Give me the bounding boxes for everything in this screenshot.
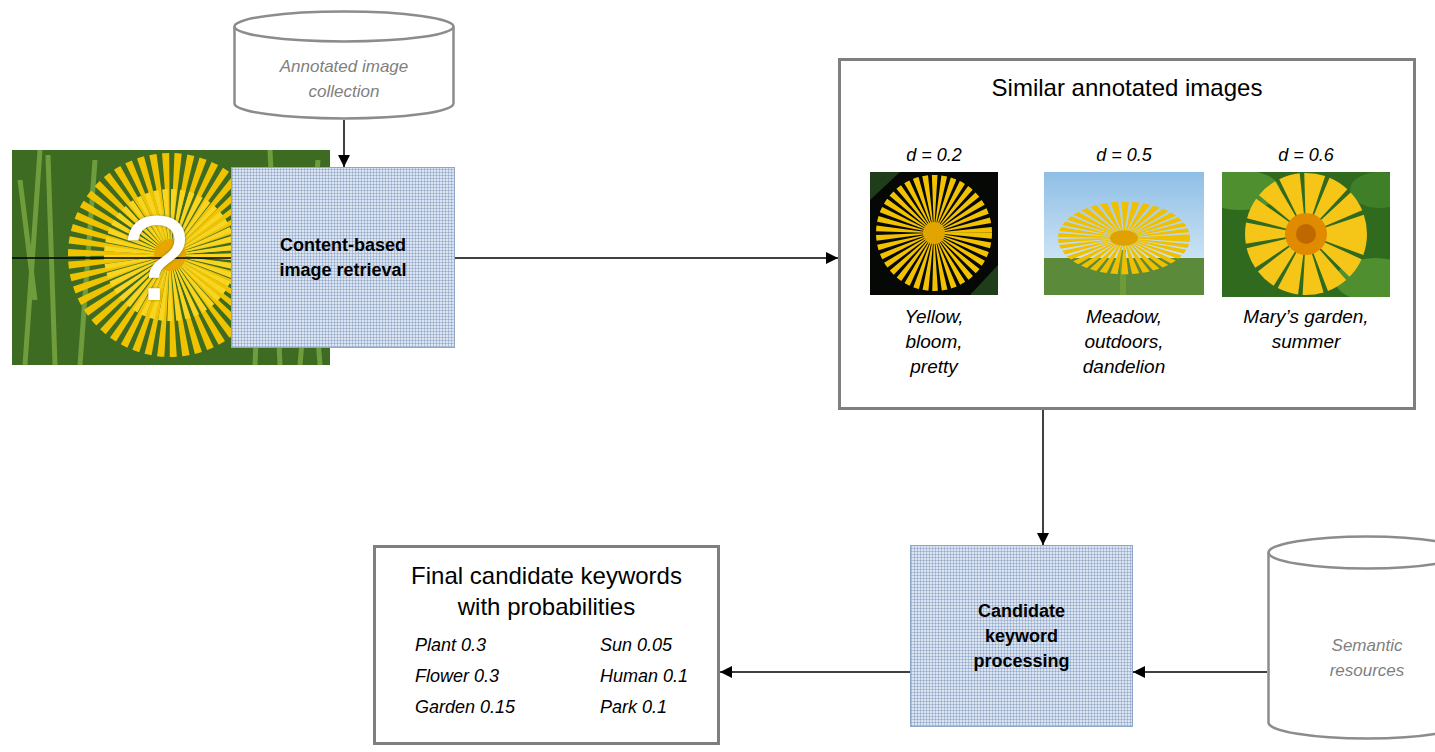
database-label: Semantic resources <box>1310 633 1425 683</box>
database-cylinder: Annotated image collection <box>233 10 455 120</box>
distance-label: d = 0.2 <box>906 140 962 170</box>
database-label: Annotated image collection <box>264 54 424 104</box>
image-slot <box>868 170 1000 298</box>
flower-petals <box>1088 218 1160 258</box>
process-label: Content-based image retrieval <box>268 233 418 283</box>
flower-petals <box>904 203 964 263</box>
panel-title: Final candidate keywords with probabilit… <box>397 560 697 622</box>
image-slot <box>1042 170 1206 298</box>
distance-label: d = 0.6 <box>1278 140 1334 170</box>
keyword-probability: Flower 0.3 <box>415 661 600 692</box>
results-panel: Similar annotated images d = 0.2Yellow, b… <box>838 58 1416 410</box>
leaf-shadow <box>870 172 998 295</box>
image-tags: Mary’s garden, summer <box>1222 304 1390 354</box>
keyword-probability: Sun 0.05 <box>600 630 730 661</box>
image-tags: Yellow, bloom, pretty <box>889 304 979 379</box>
process-box: Content-based image retrieval <box>231 167 455 348</box>
flower-center <box>1296 224 1316 244</box>
result-image: d = 0.5Meadow, outdoors, dandelion <box>1042 140 1206 402</box>
result-image: d = 0.6Mary’s garden, summer <box>1220 140 1392 402</box>
flow-arrow <box>343 120 345 167</box>
flow-arrow <box>455 257 838 259</box>
query-mark: ? <box>123 198 190 318</box>
flower-center <box>923 222 945 244</box>
flower-center <box>1285 213 1327 255</box>
keyword-probability: Garden 0.15 <box>415 692 600 723</box>
flower-petals <box>1266 194 1346 274</box>
keyword-probability: Human 0.1 <box>600 661 730 692</box>
cylinder-body <box>235 12 454 119</box>
flow-arrow <box>1133 671 1267 673</box>
keyword-list: Plant 0.3Flower 0.3Garden 0.15Sun 0.05Hu… <box>415 630 717 723</box>
database-cylinder: Semantic resources <box>1267 535 1435 740</box>
keyword-probability: Park 0.1 <box>600 692 730 723</box>
cylinder-rim <box>235 27 454 42</box>
process-label: Candidate keyword processing <box>964 599 1079 674</box>
cylinder-body <box>1269 537 1435 739</box>
thumbnail-photo <box>1222 172 1390 297</box>
flow-arrow <box>1042 410 1044 545</box>
result-image: d = 0.2Yellow, bloom, pretty <box>868 140 1000 402</box>
flower-center <box>1110 230 1138 245</box>
panel-title: Similar annotated images <box>841 73 1413 103</box>
photo-ground <box>870 172 998 295</box>
thumbnail-photo <box>870 172 998 295</box>
flower-head <box>1088 218 1160 258</box>
keyword-probability: Plant 0.3 <box>415 630 600 661</box>
sky <box>1044 172 1204 295</box>
process-box: Candidate keyword processing <box>910 545 1133 727</box>
thumbnail-photo <box>1044 172 1204 295</box>
image-slot <box>1220 170 1392 298</box>
output-panel: Final candidate keywords with probabilit… <box>373 545 720 745</box>
distance-label: d = 0.5 <box>1096 140 1152 170</box>
flow-arrow <box>720 671 910 673</box>
cylinder-rim <box>1269 553 1435 569</box>
image-tags: Meadow, outdoors, dandelion <box>1067 304 1182 379</box>
